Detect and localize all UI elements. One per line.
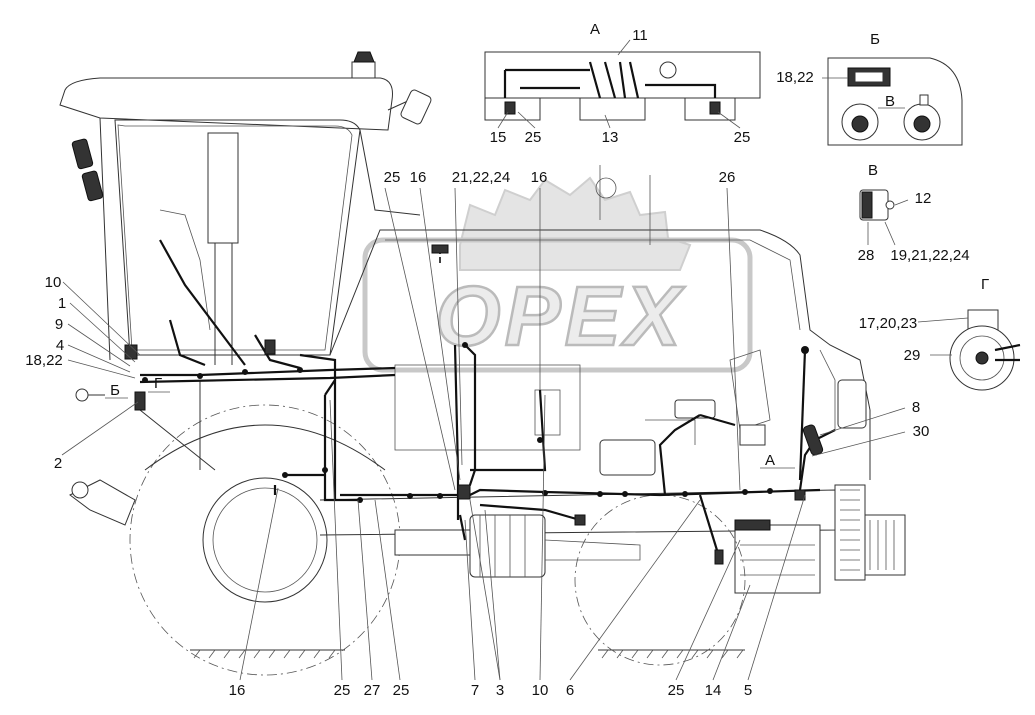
callout-3: 3: [496, 682, 504, 699]
view-b-label-v: В: [885, 93, 895, 110]
work-light-lower: [81, 170, 104, 202]
view-a-label-13: 13: [602, 129, 619, 146]
view-a: А 11 15 25 13 25: [484, 21, 761, 146]
front-connector: [794, 489, 806, 501]
harness-connector-left: [124, 344, 138, 360]
callout-b-left: Б: [110, 382, 120, 399]
callout-10-bottom: 10: [532, 682, 549, 699]
view-b-title: Б: [870, 31, 880, 48]
wiring-harness: [124, 239, 836, 565]
callout-18-22-left: 18,22: [25, 352, 63, 369]
callout-g-left: Г: [154, 375, 162, 392]
view-v-label-19-21-22-24: 19,21,22,24: [890, 247, 969, 264]
callout-a-right: А: [765, 452, 775, 469]
view-b-label-18-22: 18,22: [776, 69, 814, 86]
callout-4: 4: [56, 337, 64, 354]
view-a-connector-left: [504, 101, 516, 115]
view-a-label-25a: 25: [525, 129, 542, 146]
view-b: Б 18,22 В: [776, 31, 963, 146]
tractor-outline: [59, 51, 906, 676]
callout-16-top-a: 16: [410, 169, 427, 186]
callout-9: 9: [55, 316, 63, 333]
work-light-upper: [71, 138, 94, 170]
rear-wheel-rim: [202, 477, 328, 603]
callout-16-top-b: 16: [531, 169, 548, 186]
view-a-label-25b: 25: [734, 129, 751, 146]
harness-connector-top: [431, 244, 449, 254]
watermark-text: OPEX: [435, 269, 685, 363]
view-a-center-box: [579, 97, 646, 121]
view-g-title: Г: [981, 276, 989, 293]
callout-25-bottom-a: 25: [334, 682, 351, 699]
callout-5: 5: [744, 682, 752, 699]
view-a-title: А: [590, 21, 600, 38]
callout-30: 30: [913, 423, 930, 440]
callout-14: 14: [705, 682, 722, 699]
callout-2: 2: [54, 455, 62, 472]
callout-25-bottom-b: 25: [393, 682, 410, 699]
callout-21-22-24: 21,22,24: [452, 169, 510, 186]
battery-box: [734, 524, 821, 594]
callout-7: 7: [471, 682, 479, 699]
callout-26: 26: [719, 169, 736, 186]
view-a-label-11: 11: [632, 27, 648, 44]
callout-25-bottom-c: 25: [668, 682, 685, 699]
bottom-callouts: 16 25 27 25 7 3 10 6 25 14 5: [229, 394, 806, 699]
view-v-title: В: [868, 162, 878, 179]
view-v-label-28: 28: [858, 247, 875, 264]
horn: [802, 424, 824, 456]
view-g-label-17-20-23: 17,20,23: [859, 315, 917, 332]
view-g: Г 17,20,23 29: [859, 276, 1021, 391]
callout-25-top: 25: [384, 169, 401, 186]
view-a-label-15: 15: [490, 129, 507, 146]
rear-lamp-connector: [134, 391, 146, 411]
front-weights: [834, 484, 866, 581]
view-v-label-12: 12: [915, 190, 932, 207]
transmission-connector: [574, 514, 586, 526]
view-a-sensor: [659, 61, 677, 79]
beacon-light: [353, 51, 375, 63]
watermark-gear-icon: [459, 176, 692, 271]
mirror: [400, 89, 432, 125]
air-cleaner: [207, 132, 239, 244]
callout-6: 6: [566, 682, 574, 699]
view-g-label-29: 29: [904, 347, 921, 364]
ground: [190, 649, 745, 659]
harness-connector-bottom: [457, 484, 471, 500]
relay-box: [534, 389, 561, 436]
rear-axle: [394, 529, 471, 556]
callout-27: 27: [364, 682, 381, 699]
gauge-sender: [595, 177, 617, 199]
headlight: [837, 379, 867, 429]
callout-10-left: 10: [45, 274, 62, 291]
engine-block: [599, 439, 656, 476]
left-callouts: 10 1 9 4 18,22 Б Г 2: [25, 274, 170, 472]
right-callouts: 8 30 А: [760, 399, 929, 469]
battery-connector: [714, 549, 724, 565]
harness-connector-mid: [264, 339, 276, 355]
callout-16-bottom: 16: [229, 682, 246, 699]
callout-1: 1: [58, 295, 66, 312]
watermark: OPEX: [362, 176, 753, 373]
callout-8: 8: [912, 399, 920, 416]
top-callouts: 25 16 21,22,24 16 26: [384, 169, 741, 491]
battery-cover: [734, 519, 771, 531]
front-ballast: [864, 514, 906, 576]
starter: [674, 399, 716, 419]
rear-wheel-outline: [129, 404, 401, 676]
hitch-ball: [71, 481, 89, 499]
view-v: В 12 28 19,21,22,24: [858, 162, 970, 264]
view-a-connector-right: [709, 101, 721, 115]
front-wheel-outline: [574, 494, 746, 666]
alternator: [739, 424, 766, 446]
